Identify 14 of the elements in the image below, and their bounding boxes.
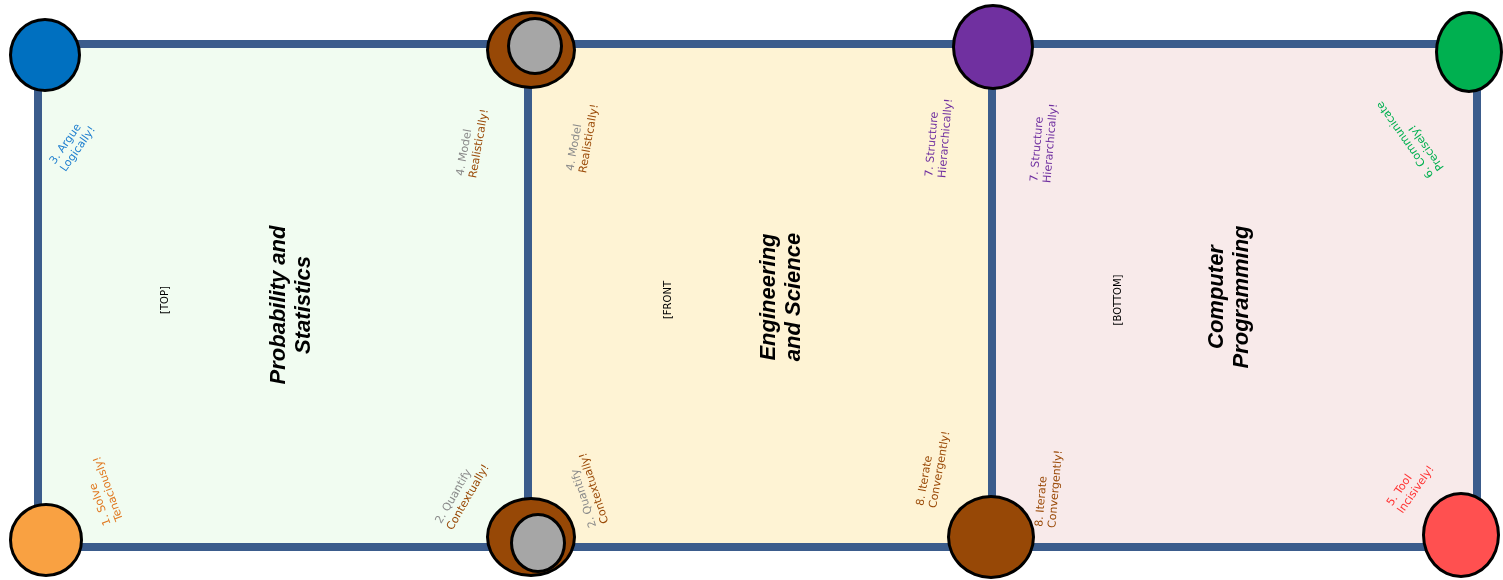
face-panel [996, 40, 1481, 551]
corner-note: 7. Structure Hierarchically! [1028, 102, 1061, 184]
face-panel [34, 40, 532, 551]
face-label: [TOP] [159, 286, 171, 314]
face-panel [532, 40, 996, 551]
panel-title: Engineering and Science [754, 231, 806, 364]
panel-title: Computer Programming [1202, 224, 1254, 371]
panel-title: Probability and Statistics [264, 224, 316, 387]
face-label: [BOTTOM] [1112, 274, 1124, 326]
corner-note: 7. Structure Hierarchically! [923, 97, 956, 179]
corner-note: 8. Iterate Convergently! [1033, 448, 1066, 529]
corner-circle [507, 17, 563, 75]
face-label: [FRONT [662, 280, 674, 320]
corner-circle [510, 513, 566, 573]
